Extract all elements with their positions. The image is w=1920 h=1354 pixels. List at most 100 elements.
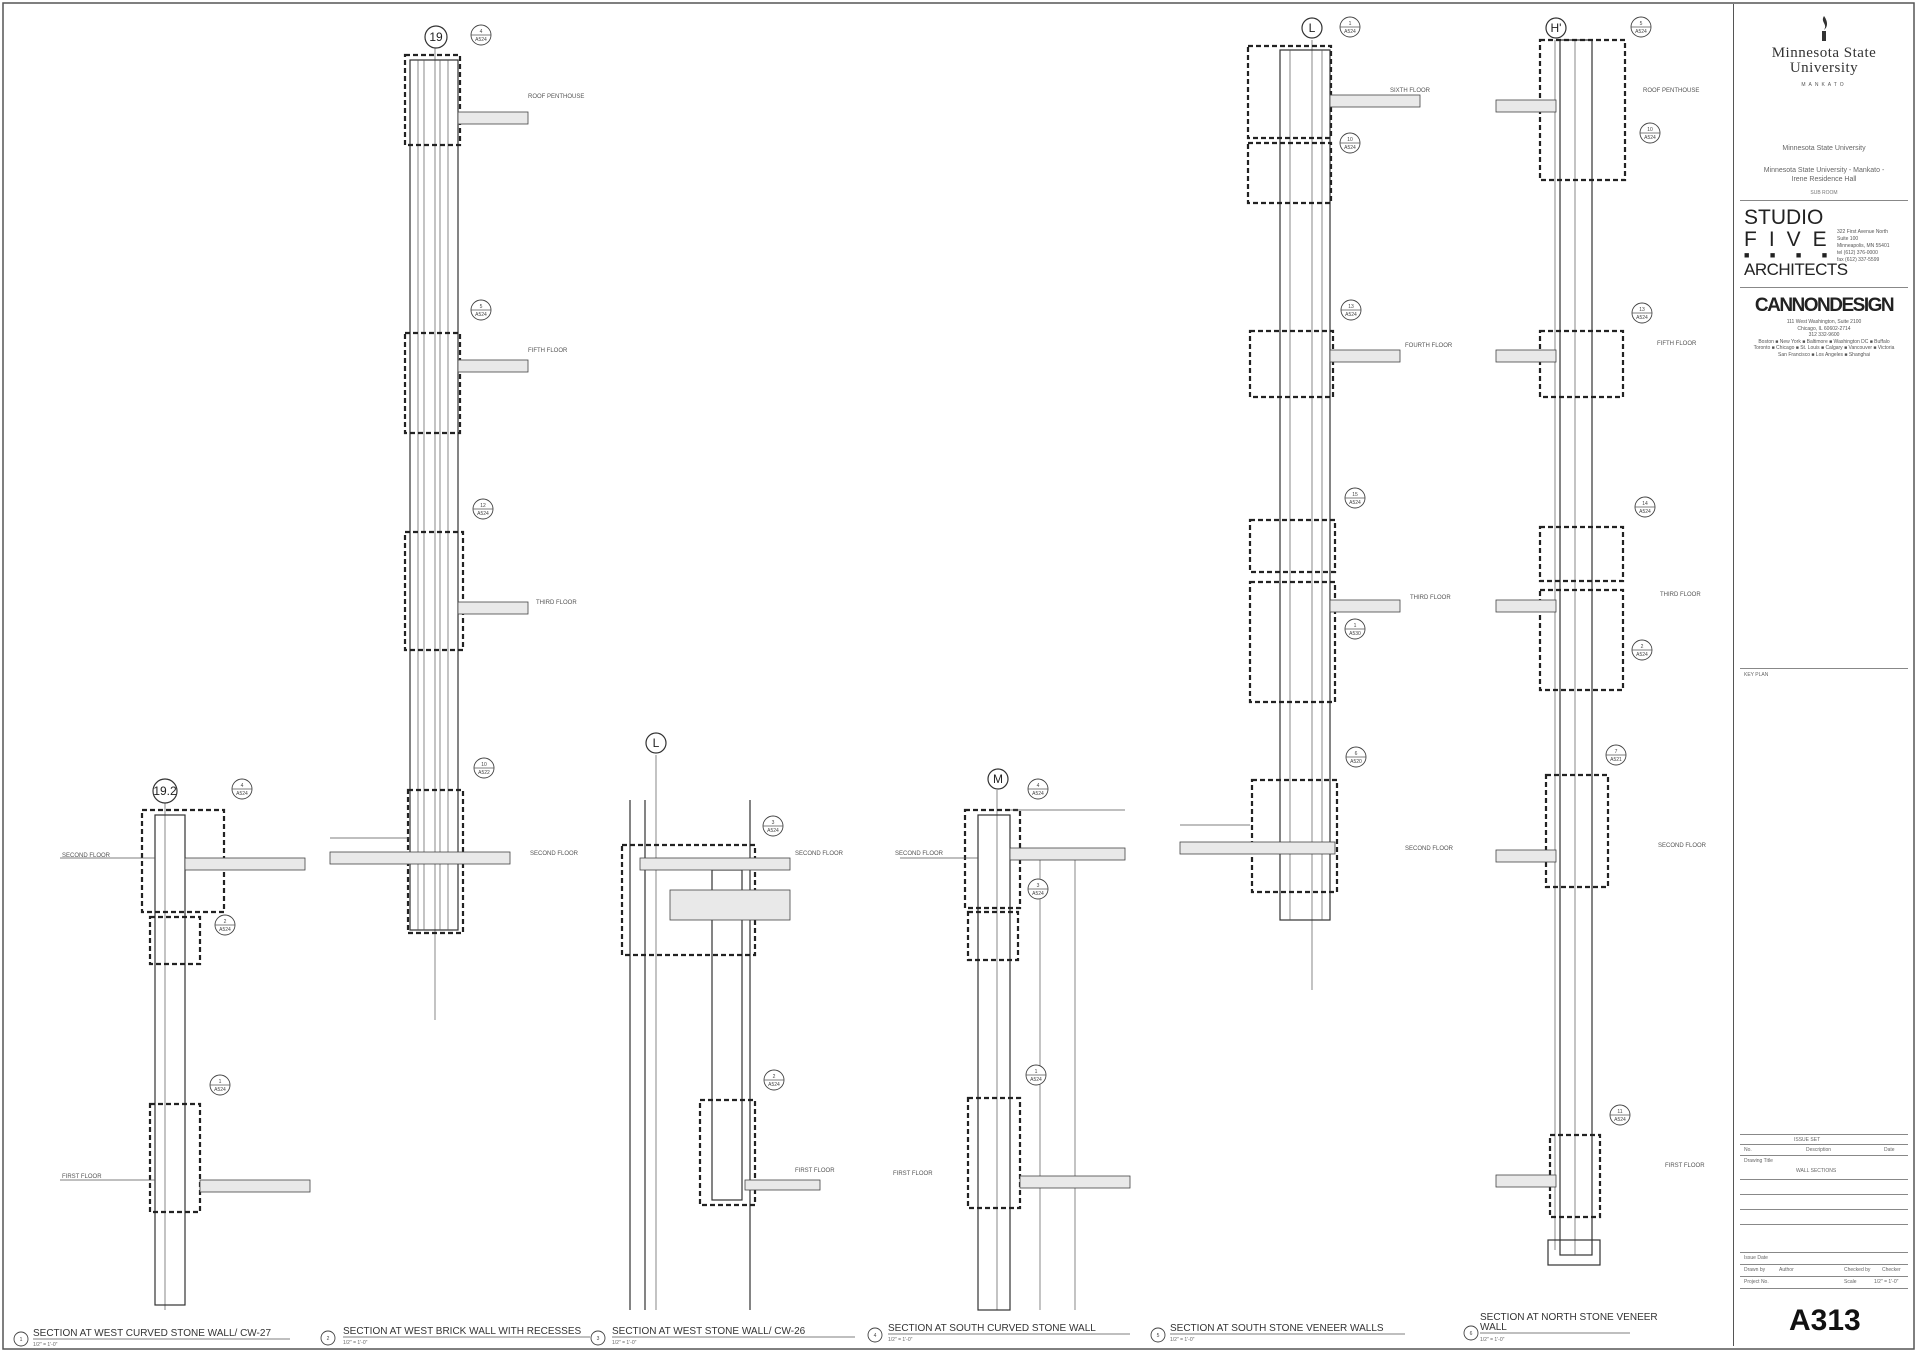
svg-text:SECTION AT NORTH STONE VENEER: SECTION AT NORTH STONE VENEER [1480, 1312, 1658, 1323]
divider [1740, 1288, 1908, 1289]
svg-text:SECTION AT SOUTH STONE VENEER: SECTION AT SOUTH STONE VENEER WALLS [1170, 1323, 1384, 1334]
svg-text:A524: A524 [236, 791, 248, 797]
project-sub: SUB ROOM [1810, 190, 1838, 196]
level-label-second: SECOND FLOOR [62, 853, 111, 859]
svg-text:M: M [993, 772, 1003, 786]
level-label-fifth: FIFTH FLOOR [1657, 341, 1697, 347]
issue-set-label: ISSUE SET [1794, 1137, 1821, 1143]
svg-text:1/2" = 1'-0": 1/2" = 1'-0" [1480, 1337, 1505, 1343]
detail-callout-box [403, 530, 465, 652]
svg-text:2: 2 [773, 1074, 776, 1080]
svg-text:5: 5 [1157, 1333, 1160, 1339]
svg-text:13: 13 [1348, 304, 1354, 310]
divider [1740, 1209, 1908, 1210]
svg-text:4: 4 [874, 1333, 877, 1339]
svg-text:1/2" = 1'-0": 1/2" = 1'-0" [1170, 1337, 1195, 1343]
svg-text:19: 19 [429, 30, 443, 44]
level-label-third: THIRD FLOOR [536, 600, 577, 606]
svg-text:1: 1 [1354, 623, 1357, 629]
detail-callout-box [1246, 141, 1333, 205]
detail-callout-box [1250, 778, 1339, 894]
svg-text:2: 2 [1641, 644, 1644, 650]
svg-text:A524: A524 [1349, 500, 1361, 506]
svg-text:4: 4 [1037, 783, 1040, 789]
level-label-second: SECOND FLOOR [1658, 843, 1707, 849]
svg-text:A524: A524 [475, 37, 487, 43]
level-label-third: THIRD FLOOR [1410, 595, 1451, 601]
svg-text:A520: A520 [1350, 759, 1362, 765]
grid-bubble-s2: 19 [424, 25, 448, 49]
level-label-first: FIRST FLOOR [893, 1171, 933, 1177]
level-markers: ROOF PENTHOUSE FIFTH FLOOR THIRD FLOOR S… [62, 88, 1707, 1180]
scale-label: Scale [1844, 1279, 1857, 1285]
drawing-title-label: Drawing Title [1744, 1158, 1773, 1164]
svg-text:5: 5 [1640, 21, 1643, 27]
grid-bubble-s6: H' [1545, 17, 1567, 39]
svg-text:1: 1 [1349, 21, 1352, 27]
svg-text:1/2" = 1'-0": 1/2" = 1'-0" [612, 1340, 637, 1346]
divider [1740, 1252, 1908, 1253]
svg-text:A524: A524 [1635, 29, 1647, 35]
detail-callout-box [403, 331, 462, 435]
detail-callout-box [698, 1098, 757, 1207]
svg-text:11: 11 [1617, 1109, 1622, 1115]
svg-text:A524: A524 [1030, 1077, 1042, 1083]
title-block: Minnesota State University MANKATO Minne… [1733, 4, 1914, 1346]
svg-text:L: L [653, 736, 660, 750]
svg-text:SECTION AT SOUTH CURVED STONE: SECTION AT SOUTH CURVED STONE WALL [888, 1323, 1096, 1334]
svg-text:10: 10 [1347, 137, 1353, 143]
architect-address: 322 First Avenue North Suite 100 Minneap… [1837, 229, 1890, 263]
project-name: Minnesota State University - Mankato - I… [1763, 167, 1885, 183]
section-2-drawing [329, 45, 529, 1020]
wall-outline [154, 814, 186, 1306]
divider [1740, 1134, 1908, 1135]
svg-text:SECTION AT WEST CURVED STONE W: SECTION AT WEST CURVED STONE WALL/ CW-27 [33, 1328, 271, 1339]
detail-callout-box [148, 915, 202, 966]
torch-logo-icon [1822, 16, 1828, 41]
svg-text:1: 1 [219, 1079, 222, 1085]
drawn-by-label: Drawn by [1744, 1267, 1766, 1273]
svg-text:SECTION AT WEST STONE WALL/ CW: SECTION AT WEST STONE WALL/ CW-26 [612, 1326, 806, 1337]
detail-callout-box [1246, 44, 1333, 140]
project-no-label: Project No. [1744, 1279, 1769, 1285]
level-label-fifth: FIFTH FLOOR [528, 348, 568, 354]
svg-text:SECTION AT WEST BRICK WALL WIT: SECTION AT WEST BRICK WALL WITH RECESSES [343, 1326, 582, 1337]
wall-outline [977, 814, 1011, 1311]
svg-text:1/2" = 1'-0": 1/2" = 1'-0" [343, 1340, 368, 1346]
svg-text:10: 10 [1647, 127, 1653, 133]
svg-text:A524: A524 [768, 1082, 780, 1088]
university-city: MANKATO [1801, 82, 1847, 88]
divider [1740, 1155, 1908, 1156]
grid-bubble-s5: L [1301, 17, 1323, 39]
svg-text:A524: A524 [477, 511, 489, 517]
section-title-4: 4 SECTION AT SOUTH CURVED STONE WALL 1/2… [867, 1323, 1130, 1343]
issue-col-date: Date [1884, 1147, 1895, 1153]
svg-text:A524: A524 [1636, 652, 1648, 658]
divider [1740, 1264, 1908, 1265]
svg-text:3: 3 [772, 820, 775, 826]
section-6-drawing [1495, 38, 1627, 1266]
checked-by: Checker [1882, 1267, 1901, 1273]
architect-logo: STUDIO FIVE ■ ■ ■ ■ ARCHITECTS [1744, 206, 1848, 280]
section-title-1: 1 SECTION AT WEST CURVED STONE WALL/ CW-… [13, 1328, 290, 1348]
svg-text:10: 10 [481, 762, 487, 768]
svg-text:2: 2 [224, 919, 227, 925]
university-logo-text: Minnesota State University [1771, 45, 1877, 76]
svg-text:1/2" = 1'-0": 1/2" = 1'-0" [888, 1337, 913, 1343]
